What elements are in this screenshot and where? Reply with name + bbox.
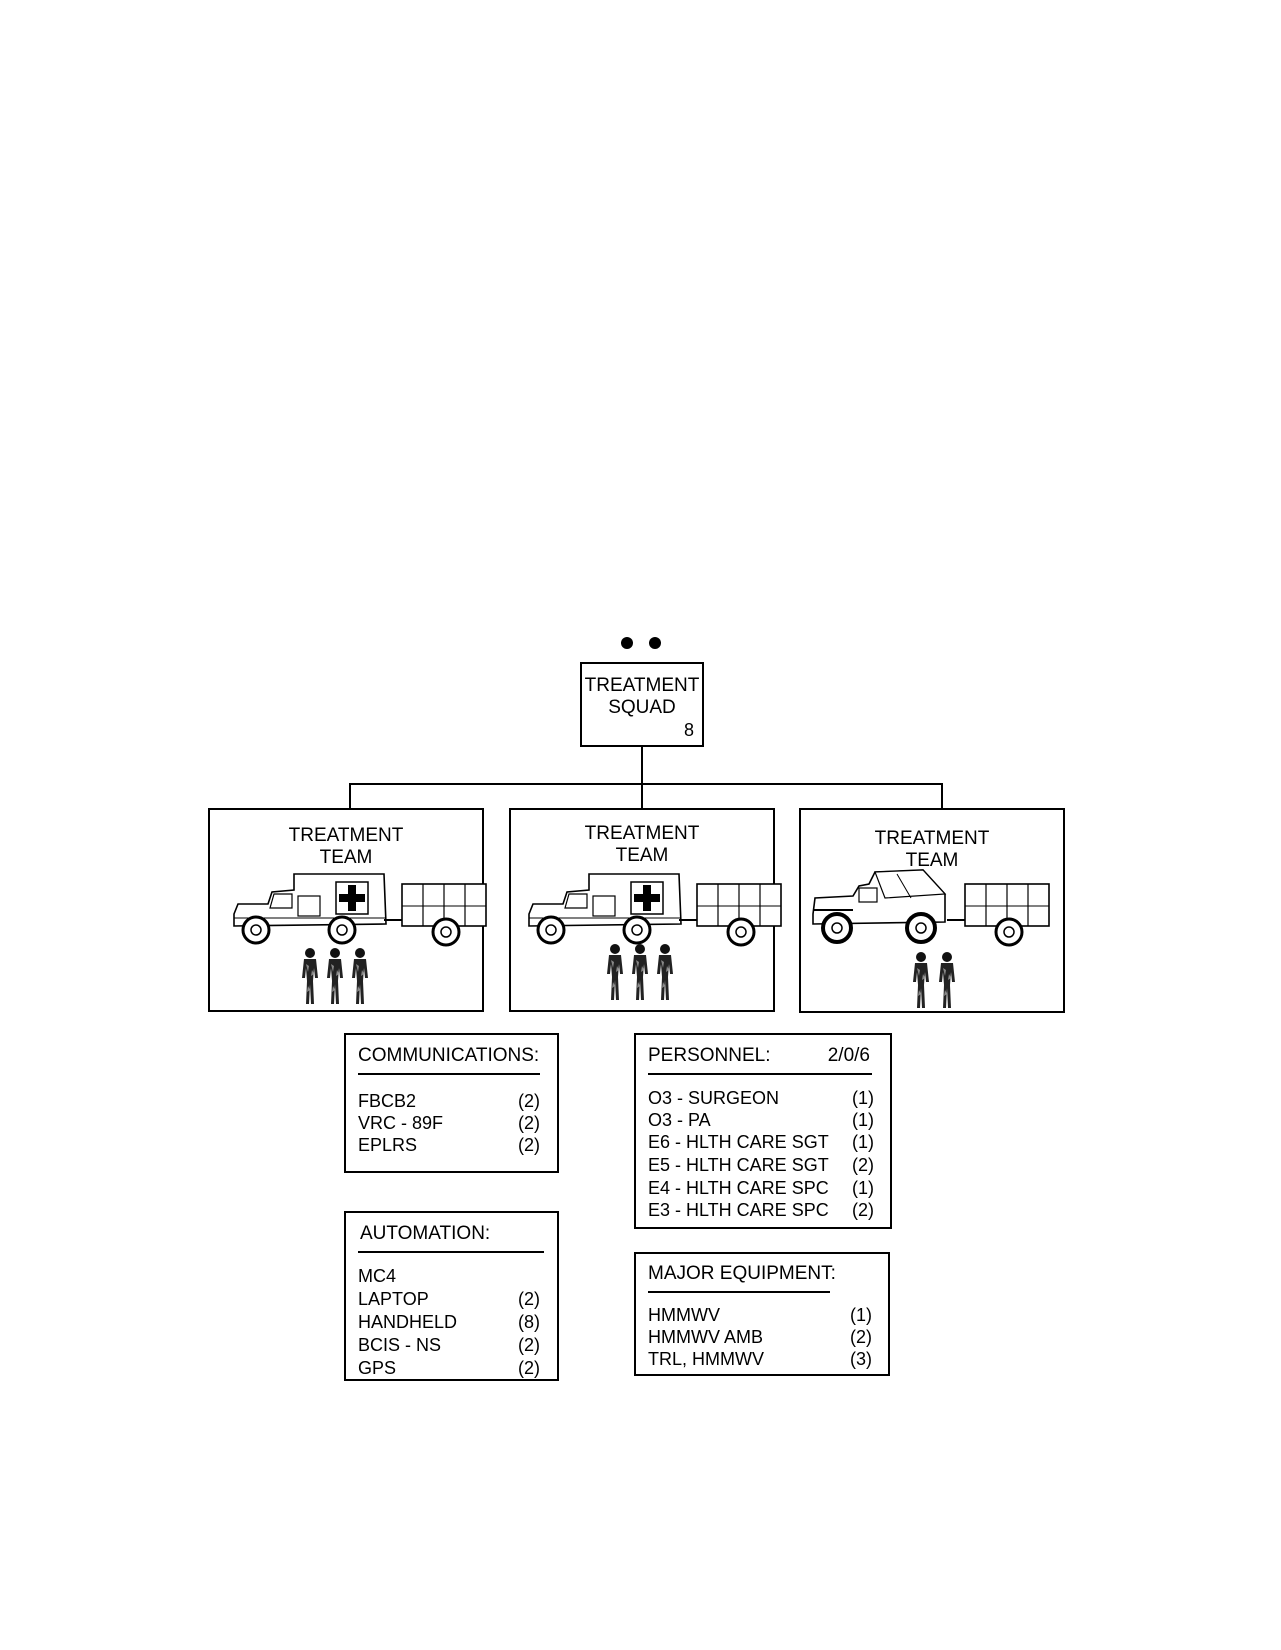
list-item: E5 - HLTH CARE SGT(2) [648,1155,874,1175]
team-3-title-line2: TEAM [905,850,959,871]
connector-left-down [349,783,351,810]
connector-center-down [641,783,643,810]
list-item: E4 - HLTH CARE SPC(1) [648,1178,874,1198]
team-1-title-line2: TEAM [319,847,373,868]
list-item: MC4 [358,1266,397,1286]
communications-rule [358,1073,540,1075]
connector-right-down [941,783,943,810]
team-2-title-line2: TEAM [615,845,669,866]
major-equipment-rule [648,1291,830,1293]
treatment-squad-box: TREATMENT SQUAD 8 [580,662,704,747]
list-item: FBCB2(2) [358,1091,540,1111]
list-item: GPS(2) [358,1358,540,1378]
major-equipment-title: MAJOR EQUIPMENT: [648,1263,836,1284]
communications-title: COMMUNICATIONS: [358,1045,540,1066]
connector-horizontal [349,783,943,785]
soldiers-icon [607,944,673,1000]
list-item: E3 - HLTH CARE SPC(2) [648,1200,874,1220]
list-item: VRC - 89F(2) [358,1113,540,1133]
treatment-team-box-3: TREATMENT TEAM [799,808,1065,1013]
echelon-dot-right [649,637,661,649]
list-item: BCIS - NS(2) [358,1335,540,1355]
major-equipment-box: MAJOR EQUIPMENT: HMMWV(1) HMMWV AMB(2) T… [634,1252,890,1376]
team-1-title-line1: TREATMENT [288,825,404,846]
automation-title: AUTOMATION: [360,1223,491,1244]
automation-box: AUTOMATION: MC4 LAPTOP(2) HANDHELD(8) BC… [344,1211,559,1381]
team-2-title-line1: TREATMENT [584,823,700,844]
personnel-box: PERSONNEL: 2/0/6 O3 - SURGEON(1) O3 - PA… [634,1033,892,1229]
list-item: EPLRS(2) [358,1135,540,1155]
list-item: HMMWV AMB(2) [648,1327,872,1347]
list-item: LAPTOP(2) [358,1289,540,1309]
list-item: HANDHELD(8) [358,1312,540,1332]
soldiers-icon [302,948,368,1004]
list-item: E6 - HLTH CARE SGT(1) [648,1132,874,1152]
cargo-truck-with-trailer-icon [811,868,1051,947]
squad-title-line2: SQUAD [608,697,676,718]
ambulance-with-trailer-icon [232,872,488,947]
communications-box: COMMUNICATIONS: FBCB2(2) VRC - 89F(2) EP… [344,1033,559,1173]
list-item: TRL, HMMWV(3) [648,1349,872,1369]
personnel-title: PERSONNEL: [648,1045,771,1066]
squad-title-line1: TREATMENT [584,675,700,696]
echelon-dot-left [621,637,633,649]
treatment-team-box-2: TREATMENT TEAM [509,808,783,1012]
squad-count: 8 [683,720,694,740]
ambulance-with-trailer-icon [527,872,783,947]
connector-squad-down [641,747,643,784]
personnel-rule [648,1073,872,1075]
treatment-team-box-1: TREATMENT TEAM [208,808,488,1012]
list-item: O3 - PA(1) [648,1110,874,1130]
personnel-total: 2/0/6 [827,1045,870,1066]
soldiers-icon [913,952,955,1008]
list-item: HMMWV(1) [648,1305,872,1325]
automation-rule [358,1251,544,1253]
team-3-title-line1: TREATMENT [874,828,990,849]
list-item: O3 - SURGEON(1) [648,1088,874,1108]
